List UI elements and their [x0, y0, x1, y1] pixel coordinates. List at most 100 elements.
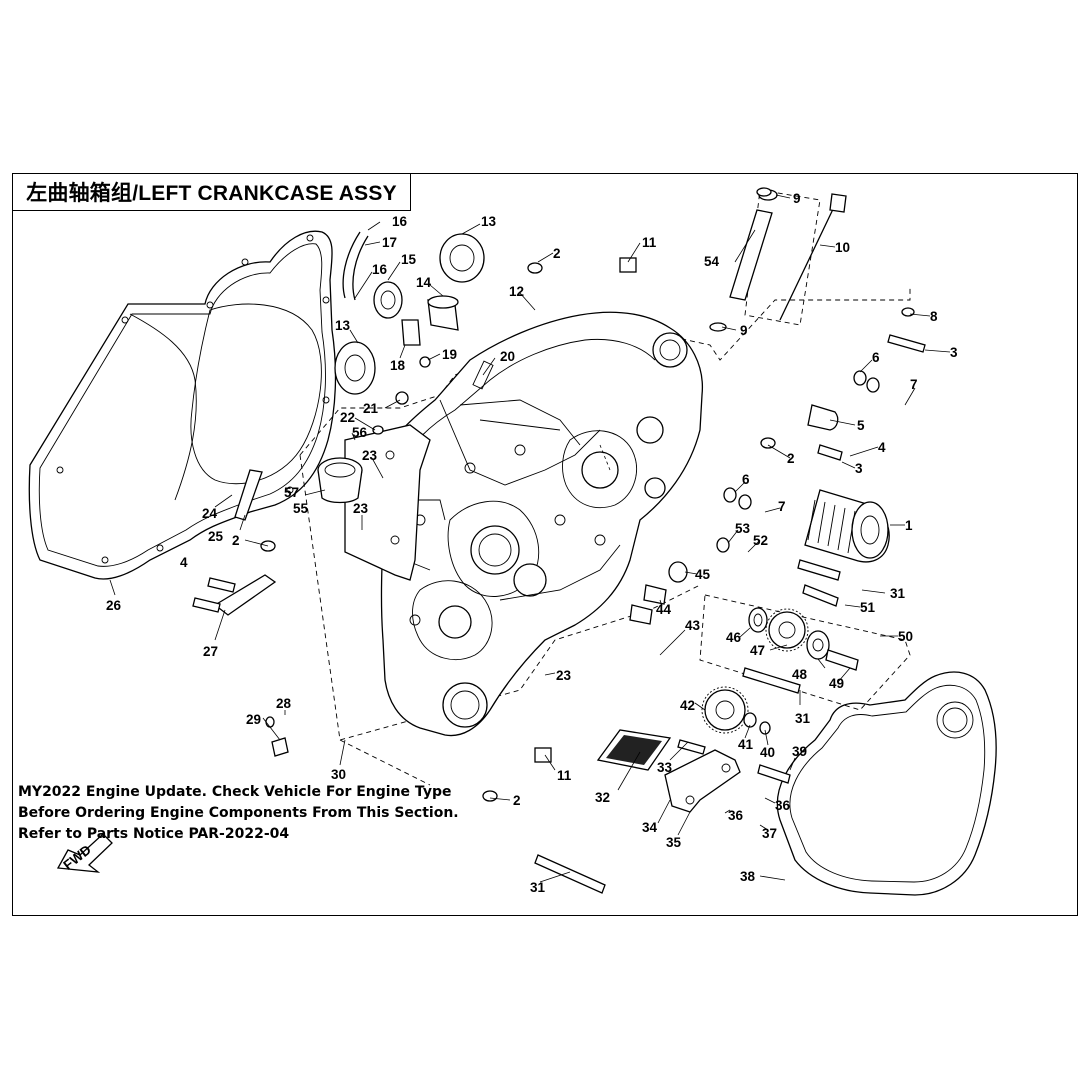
notice-line: Refer to Parts Notice PAR-2022-04 [18, 826, 290, 842]
callout-2: 2 [513, 793, 521, 808]
callout-54: 54 [704, 254, 720, 269]
gear-47 [765, 608, 809, 652]
callout-28: 28 [276, 696, 292, 711]
callout-23: 23 [362, 448, 378, 463]
right-cover-gasket [776, 671, 997, 896]
callout-13: 13 [481, 214, 497, 229]
dipstick-tube-54 [709, 189, 778, 332]
engine-update-notice: MY2022 Engine Update. Check Vehicle For … [18, 782, 459, 845]
callout-29: 29 [246, 712, 261, 727]
plug-11a [619, 257, 637, 273]
callout-17: 17 [382, 235, 397, 250]
washer-46 [748, 607, 768, 633]
callout-49: 49 [829, 676, 844, 691]
callout-41: 41 [738, 737, 754, 752]
callout-51: 51 [860, 600, 876, 615]
callout-20: 20 [500, 349, 515, 364]
callout-9: 9 [793, 191, 801, 206]
callout-33: 33 [657, 760, 673, 775]
breather-tube-17 [342, 231, 369, 301]
callout-14: 14 [416, 275, 432, 290]
leader-lines [109, 194, 951, 883]
callout-43: 43 [685, 618, 701, 633]
callout-9: 9 [740, 323, 748, 338]
callout-numbers: 1 2 2 2 2 3 3 4 4 5 6 6 7 7 8 9 9 10 11 … [106, 191, 958, 895]
callout-13: 13 [335, 318, 351, 333]
shaft-49 [825, 649, 859, 671]
callout-23: 23 [556, 668, 572, 683]
callout-40: 40 [760, 745, 775, 760]
sleeve-14 [427, 295, 459, 331]
callout-38: 38 [740, 869, 756, 884]
callout-53: 53 [735, 521, 751, 536]
clip-25 [234, 469, 263, 521]
callout-35: 35 [666, 835, 682, 850]
callout-2: 2 [232, 533, 240, 548]
callout-50: 50 [898, 629, 913, 644]
washers-small [265, 187, 880, 735]
callout-34: 34 [642, 820, 658, 835]
callout-42: 42 [680, 698, 695, 713]
callout-31: 31 [530, 880, 546, 895]
callout-36: 36 [775, 798, 791, 813]
callout-2: 2 [553, 246, 561, 261]
notice-line: Before Ordering Engine Components From T… [18, 805, 459, 821]
callout-44: 44 [656, 602, 672, 617]
left-crankcase-body [380, 311, 704, 737]
sleeve-55-56 [317, 457, 363, 504]
bearing-48 [806, 630, 830, 660]
callout-37: 37 [762, 826, 777, 841]
callout-55: 55 [293, 501, 309, 516]
callout-11: 11 [642, 235, 657, 250]
dipstick-10 [779, 193, 847, 321]
oil-filter [804, 489, 890, 563]
callout-15: 15 [401, 252, 417, 267]
inner-housing-plate [344, 424, 431, 581]
callout-48: 48 [792, 667, 808, 682]
callout-4: 4 [180, 555, 188, 570]
callout-57: 57 [284, 485, 299, 500]
callout-5: 5 [857, 418, 865, 433]
bushing-44 [629, 584, 667, 625]
callout-30: 30 [331, 767, 346, 782]
left-crankcase-gasket [28, 230, 337, 580]
callout-46: 46 [726, 630, 742, 645]
diagram-frame [12, 173, 1078, 916]
callout-56: 56 [352, 425, 368, 440]
strainer-screen-32 [596, 729, 672, 771]
callout-24: 24 [202, 506, 218, 521]
callout-27: 27 [203, 644, 218, 659]
bearing-13b [334, 341, 376, 395]
callout-18: 18 [390, 358, 406, 373]
callout-8: 8 [930, 309, 938, 324]
callout-23: 23 [353, 501, 369, 516]
callout-22: 22 [340, 410, 355, 425]
callout-4: 4 [878, 440, 886, 455]
sensor-18 [401, 319, 431, 368]
callout-25: 25 [208, 529, 224, 544]
callout-21: 21 [363, 401, 379, 416]
title-box: 左曲轴箱组/LEFT CRANKCASE ASSY [12, 173, 411, 211]
gasket-bolt-holes [56, 234, 330, 564]
bushing-45 [668, 561, 688, 583]
callout-7: 7 [778, 499, 786, 514]
callout-12: 12 [509, 284, 524, 299]
callout-52: 52 [753, 533, 768, 548]
callout-6: 6 [872, 350, 880, 365]
gear-42 [701, 686, 749, 734]
plate-27 [213, 574, 277, 616]
callout-11: 11 [557, 768, 572, 783]
callout-16: 16 [372, 262, 388, 277]
callout-39: 39 [792, 744, 807, 759]
bearing-13a [439, 233, 485, 283]
callout-6: 6 [742, 472, 750, 487]
page-title: 左曲轴箱组/LEFT CRANKCASE ASSY [26, 182, 397, 205]
callout-45: 45 [695, 567, 711, 582]
callout-36: 36 [728, 808, 744, 823]
bolt-shapes [192, 334, 926, 894]
callout-3: 3 [855, 461, 863, 476]
callout-10: 10 [835, 240, 850, 255]
callout-32: 32 [595, 790, 610, 805]
bracket-34-35 [664, 749, 741, 813]
callout-31: 31 [795, 711, 811, 726]
